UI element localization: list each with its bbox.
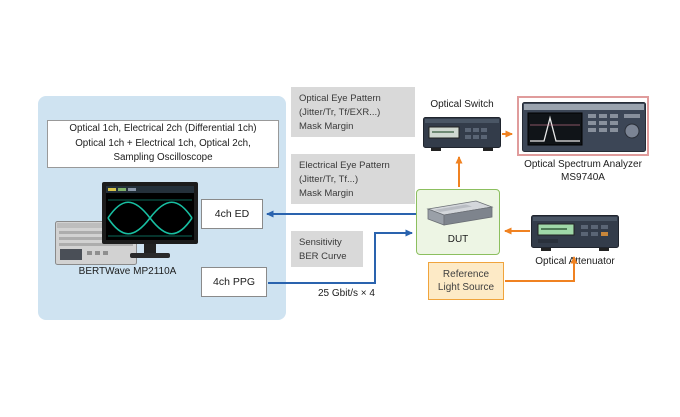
ed-box: 4ch ED (201, 199, 263, 229)
callout-sensitivity-line2: BER Curve (299, 250, 347, 262)
osa-image (522, 101, 646, 153)
osa-label-line1: Optical Spectrum Analyzer (524, 159, 642, 170)
bertwave-name-label: BERTWave MP2110A (78, 266, 177, 277)
configuration-line-1: Optical 1ch, Electrical 2ch (Differentia… (69, 122, 257, 134)
ppg-label: 4ch PPG (212, 276, 256, 288)
ed-label: 4ch ED (214, 208, 250, 220)
configuration-box: Optical 1ch, Electrical 2ch (Differentia… (47, 120, 279, 168)
reference-light-source-line1: Reference (442, 268, 490, 280)
reference-light-source-line2: Light Source (437, 282, 495, 293)
callout-electrical-eye: Electrical Eye Pattern (Jitter/Tr, Tf...… (291, 154, 415, 204)
optical-switch-image (423, 114, 501, 152)
bitrate-label: 25 Gbit/s × 4 (318, 288, 375, 299)
dut-box: DUT (416, 189, 500, 255)
dut-device-image (422, 197, 494, 231)
callout-optical-eye-line1: Optical Eye Pattern (299, 93, 381, 104)
callout-optical-eye-line3: Mask Margin (299, 120, 354, 132)
attenuator-label: Optical Attenuator (535, 256, 615, 267)
reference-light-source-box: Reference Light Source (428, 262, 504, 300)
callout-electrical-eye-line2: (Jitter/Tr, Tf...) (299, 173, 359, 185)
callout-electrical-eye-line1: Electrical Eye Pattern (299, 160, 390, 171)
dut-label: DUT (447, 234, 469, 245)
optical-switch-label: Optical Switch (430, 99, 494, 110)
callout-electrical-eye-line3: Mask Margin (299, 187, 354, 199)
configuration-line-3: Sampling Oscilloscope (113, 152, 213, 164)
osa-label: Optical Spectrum Analyzer MS9740A (509, 159, 657, 184)
oscilloscope-monitor-image (102, 182, 198, 262)
osa-frame (517, 96, 649, 156)
callout-optical-eye-line2: (Jitter/Tr, Tf/EXR...) (299, 106, 381, 118)
callout-sensitivity-line1: Sensitivity (299, 237, 342, 248)
ppg-box: 4ch PPG (201, 267, 267, 297)
attenuator-image (531, 212, 619, 252)
callout-optical-eye: Optical Eye Pattern (Jitter/Tr, Tf/EXR..… (291, 87, 415, 137)
osa-label-line2: MS9740A (561, 171, 605, 183)
configuration-line-2: Optical 1ch + Electrical 1ch, Optical 2c… (75, 137, 251, 149)
callout-sensitivity: Sensitivity BER Curve (291, 231, 363, 267)
